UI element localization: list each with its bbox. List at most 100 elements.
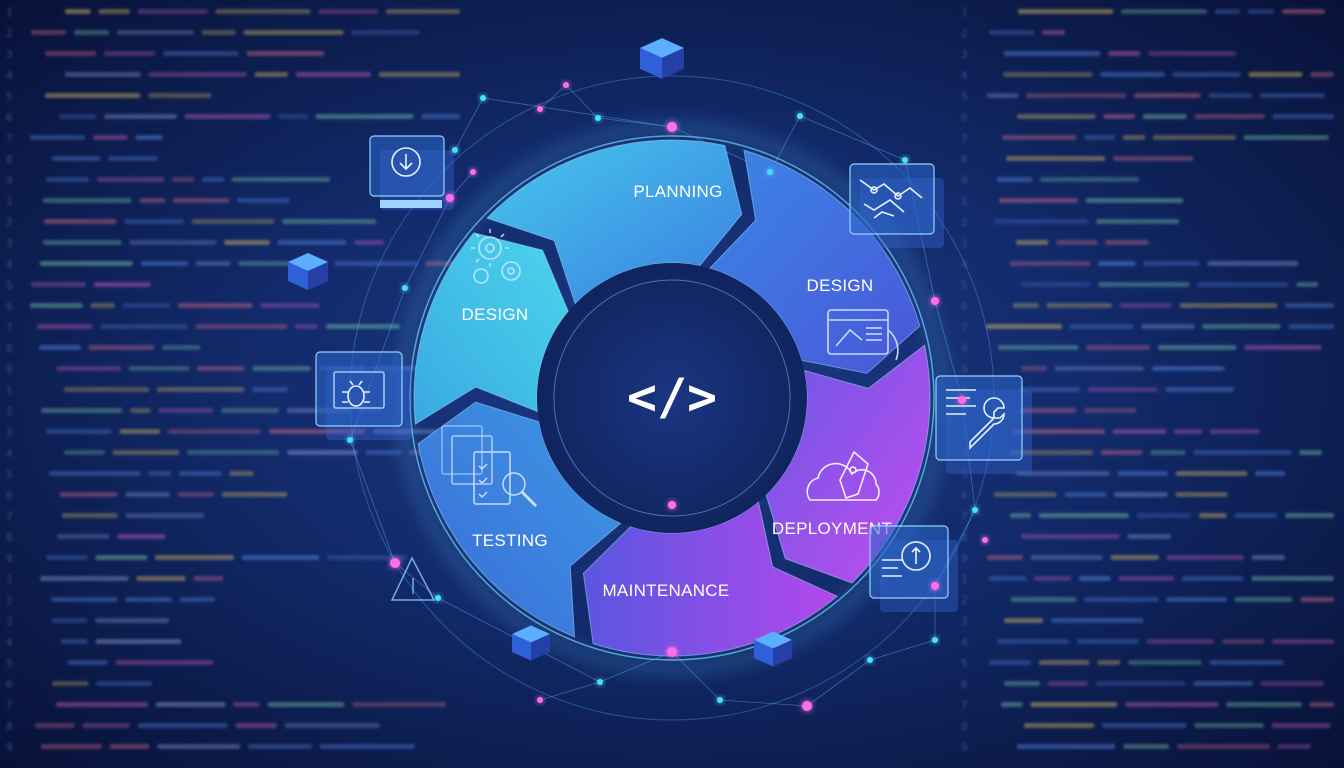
code-token xyxy=(1165,387,1234,392)
code-token xyxy=(125,597,172,602)
code-token xyxy=(1272,639,1334,644)
stage-label-design-left: DESIGN xyxy=(462,305,529,324)
code-token xyxy=(1121,9,1207,14)
gears-icon xyxy=(471,229,521,284)
download-icon xyxy=(380,147,442,208)
line-number: 6 xyxy=(961,300,968,313)
code-token xyxy=(1114,492,1168,497)
code-token xyxy=(1123,744,1169,749)
code-token xyxy=(1013,429,1105,434)
line-number: 8 xyxy=(961,153,968,166)
code-token xyxy=(137,9,208,14)
code-token xyxy=(246,51,325,56)
code-token xyxy=(999,198,1078,203)
code-token xyxy=(108,156,158,161)
code-token xyxy=(155,555,234,560)
code-token xyxy=(1127,534,1172,539)
triangle-icon xyxy=(390,556,436,601)
code-token xyxy=(59,114,97,119)
code-token xyxy=(1277,744,1311,749)
code-token xyxy=(319,744,416,749)
code-token xyxy=(1143,261,1200,266)
code-token xyxy=(74,30,109,35)
line-number: 3 xyxy=(6,426,13,439)
line-number: 9 xyxy=(961,174,968,187)
code-token xyxy=(277,240,347,245)
code-token xyxy=(201,30,236,35)
test-checklist-icon xyxy=(441,425,538,508)
code-token xyxy=(197,366,245,371)
network-node xyxy=(958,396,966,404)
line-number: 5 xyxy=(6,657,13,670)
code-token xyxy=(31,30,67,35)
code-token xyxy=(1019,408,1077,413)
code-token xyxy=(1034,576,1071,581)
network-node xyxy=(797,113,803,119)
code-token xyxy=(1003,72,1093,77)
code-token xyxy=(125,513,205,518)
code-token xyxy=(104,51,156,56)
code-token xyxy=(295,72,371,77)
code-token xyxy=(1310,72,1334,77)
network-node xyxy=(446,194,454,202)
code-token xyxy=(994,492,1057,497)
code-token xyxy=(294,324,318,329)
line-number: 5 xyxy=(961,90,968,103)
line-number: 8 xyxy=(961,720,968,733)
network-node xyxy=(767,169,773,175)
code-token xyxy=(1193,681,1253,686)
code-token xyxy=(155,702,226,707)
code-token xyxy=(1166,597,1227,602)
code-token xyxy=(43,198,132,203)
code-token xyxy=(1021,534,1120,539)
code-token xyxy=(51,597,118,602)
line-number: 5 xyxy=(961,657,968,670)
code-token xyxy=(124,219,184,224)
code-token xyxy=(1153,135,1236,140)
center-disc xyxy=(537,263,807,533)
line-number: 9 xyxy=(961,363,968,376)
code-token xyxy=(1234,597,1293,602)
code-token xyxy=(148,471,171,476)
network-node xyxy=(802,701,812,711)
network-node xyxy=(480,95,486,101)
cube-icon xyxy=(640,38,684,79)
line-number: 6 xyxy=(961,678,968,691)
code-token xyxy=(220,408,279,413)
code-token xyxy=(260,303,320,308)
code-token xyxy=(98,9,130,14)
line-number: 1 xyxy=(6,573,13,586)
code-token xyxy=(987,93,1019,98)
code-token xyxy=(1285,513,1334,518)
line-number: 6 xyxy=(6,111,13,124)
code-token xyxy=(1113,156,1194,161)
blueprint-icon xyxy=(859,179,923,219)
code-token xyxy=(57,534,110,539)
code-token xyxy=(1141,324,1195,329)
line-number: 7 xyxy=(961,510,968,523)
code-token xyxy=(1087,387,1158,392)
code-token xyxy=(148,72,247,77)
code-token xyxy=(104,114,177,119)
code-token xyxy=(1017,114,1096,119)
code-token xyxy=(60,492,118,497)
design-layout-icon xyxy=(827,309,899,361)
line-number: 7 xyxy=(6,699,13,712)
network-node xyxy=(932,637,938,643)
line-number: 9 xyxy=(6,174,13,187)
line-number: 8 xyxy=(6,720,13,733)
code-token xyxy=(997,639,1069,644)
code-token xyxy=(1040,177,1140,182)
code-token xyxy=(135,135,163,140)
code-token xyxy=(1030,702,1118,707)
code-token xyxy=(318,9,379,14)
code-token xyxy=(1122,135,1146,140)
line-number: 1 xyxy=(961,573,968,586)
code-token xyxy=(284,723,380,728)
code-token xyxy=(1299,450,1322,455)
network-node xyxy=(597,679,603,685)
network-node xyxy=(390,558,400,568)
code-token xyxy=(148,93,212,98)
